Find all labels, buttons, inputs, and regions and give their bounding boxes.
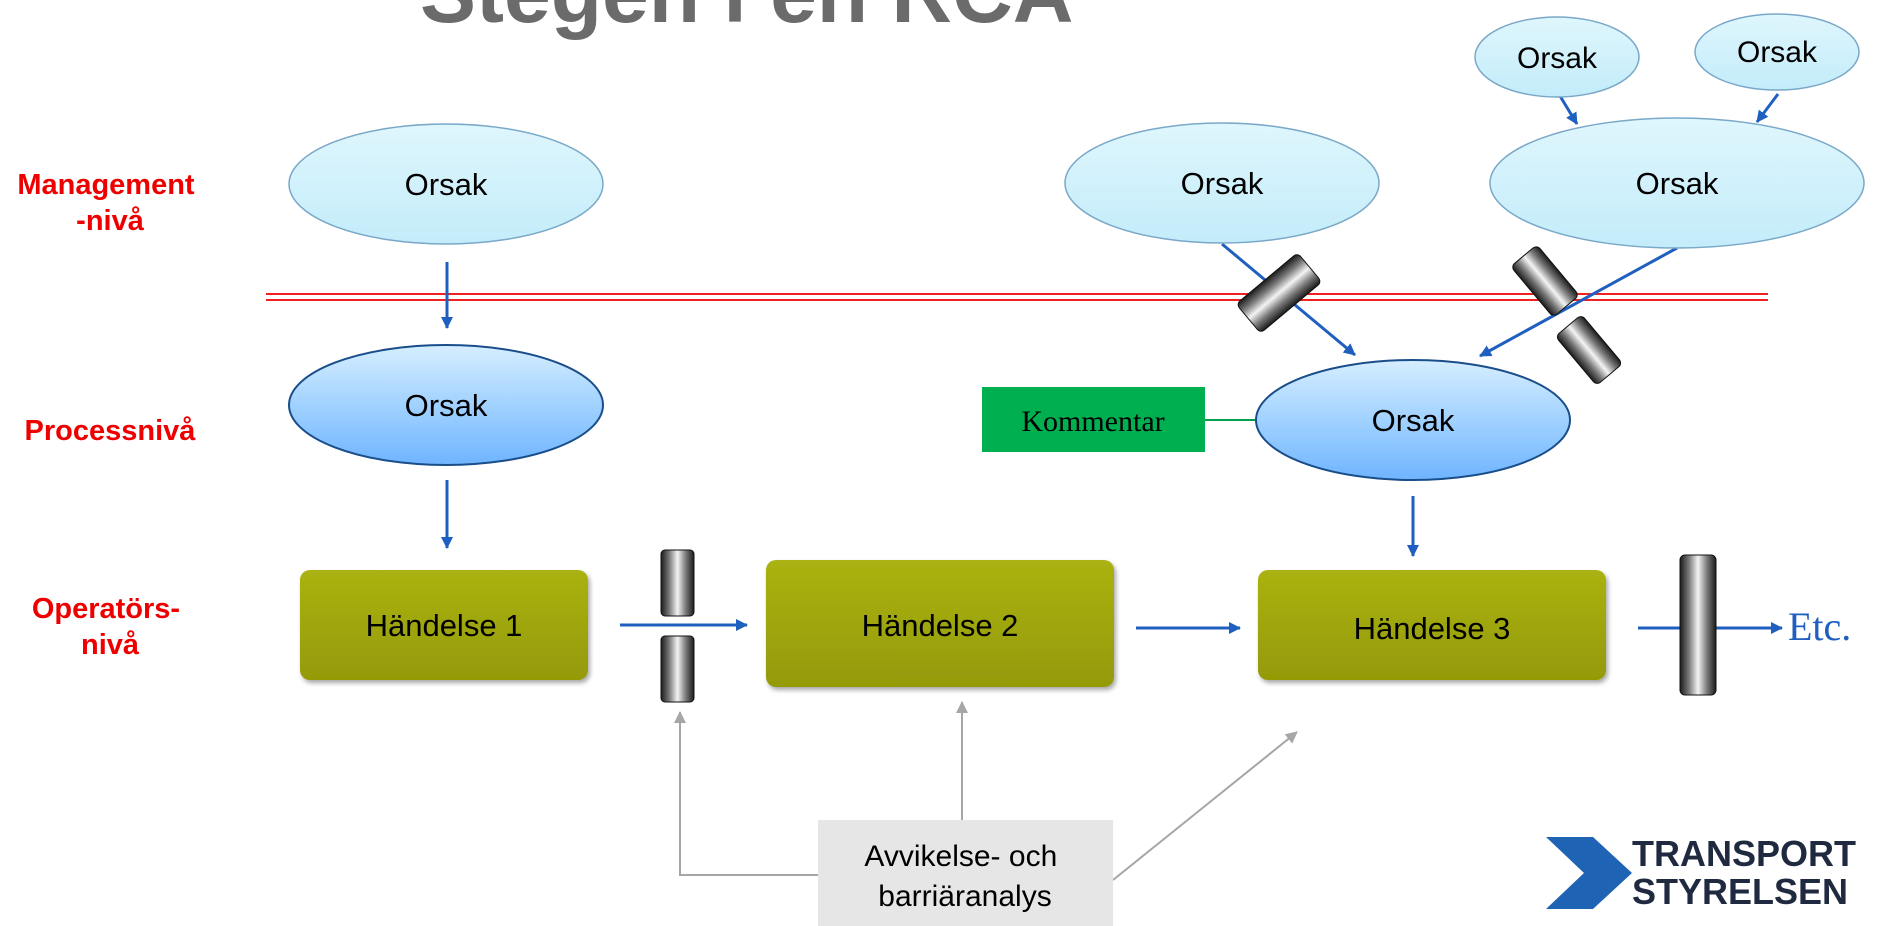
level-label-operator-line2: nivå [81, 629, 140, 661]
cause-management-2: Orsak [1064, 122, 1380, 244]
transportstyrelsen-logo: TRANSPORT STYRELSEN [1546, 833, 1856, 912]
cause-management-2-label: Orsak [1181, 166, 1264, 201]
arrow-mgmt3-to-process2 [1479, 246, 1678, 358]
comment-box: Kommentar [982, 387, 1205, 452]
barrier-disc-3 [1679, 554, 1717, 696]
cause-process-1-label: Orsak [405, 388, 488, 423]
event-3-label: Händelse 3 [1354, 611, 1511, 646]
analysis-arrow-to-barrier-1 [674, 711, 818, 876]
cause-top-1-label: Orsak [1517, 42, 1598, 75]
analysis-box: Avvikelse- och barriäranalys [818, 820, 1113, 926]
cause-management-3: Orsak [1489, 117, 1865, 249]
cause-top-2-label: Orsak [1737, 36, 1818, 69]
event-1: Händelse 1 [300, 570, 588, 680]
event-3: Händelse 3 [1258, 570, 1606, 680]
level-label-process: Processnivå [25, 415, 197, 447]
analysis-arrows [674, 701, 1298, 881]
barrier-disc-5 [1512, 246, 1578, 316]
arrow-cause-mgmt1-to-process1 [1558, 95, 1579, 125]
logo-text-line2: STYRELSEN [1632, 871, 1848, 912]
level-label-management-line1: Management [17, 169, 195, 201]
page-title: Stegen i en RCA [420, 0, 1073, 40]
barrier-disc-2 [660, 635, 695, 703]
barrier-disc-1 [660, 549, 695, 617]
event-2-label: Händelse 2 [862, 608, 1019, 643]
event-1-label: Händelse 1 [366, 608, 523, 643]
etc-label: Etc. [1788, 604, 1851, 649]
analysis-label-line1: Avvikelse- och [864, 840, 1057, 873]
cause-management-3-label: Orsak [1636, 166, 1719, 201]
logo-text-line1: TRANSPORT [1632, 833, 1856, 874]
level-label-operator-line1: Operatörs- [32, 593, 180, 625]
level-label-management-line2: -nivå [76, 205, 145, 237]
cause-process-2: Orsak [1255, 359, 1571, 481]
level-label-operator: Operatörs- nivå [32, 593, 188, 661]
cause-top-2: Orsak [1694, 13, 1860, 91]
barrier-disc-4 [1237, 254, 1321, 332]
analysis-label-line2: barriäranalys [878, 880, 1051, 913]
comment-label: Kommentar [1021, 405, 1164, 438]
cause-process-2-label: Orsak [1372, 403, 1455, 438]
level-label-management: Management -nivå [17, 169, 202, 237]
event-2: Händelse 2 [766, 560, 1114, 687]
logo-mark-icon [1546, 837, 1632, 909]
cause-top-1: Orsak [1474, 16, 1640, 98]
analysis-arrow-to-event3 [1112, 731, 1298, 881]
arrow-cause-top2-to-mgmt3 [1755, 93, 1780, 123]
barrier-disc-6 [1556, 316, 1622, 384]
cause-management-1-label: Orsak [405, 167, 488, 202]
level-boundary-line [266, 293, 1768, 301]
cause-management-1: Orsak [288, 123, 604, 245]
analysis-label: Avvikelse- och barriäranalys [864, 840, 1065, 913]
cause-process-1: Orsak [288, 344, 604, 466]
